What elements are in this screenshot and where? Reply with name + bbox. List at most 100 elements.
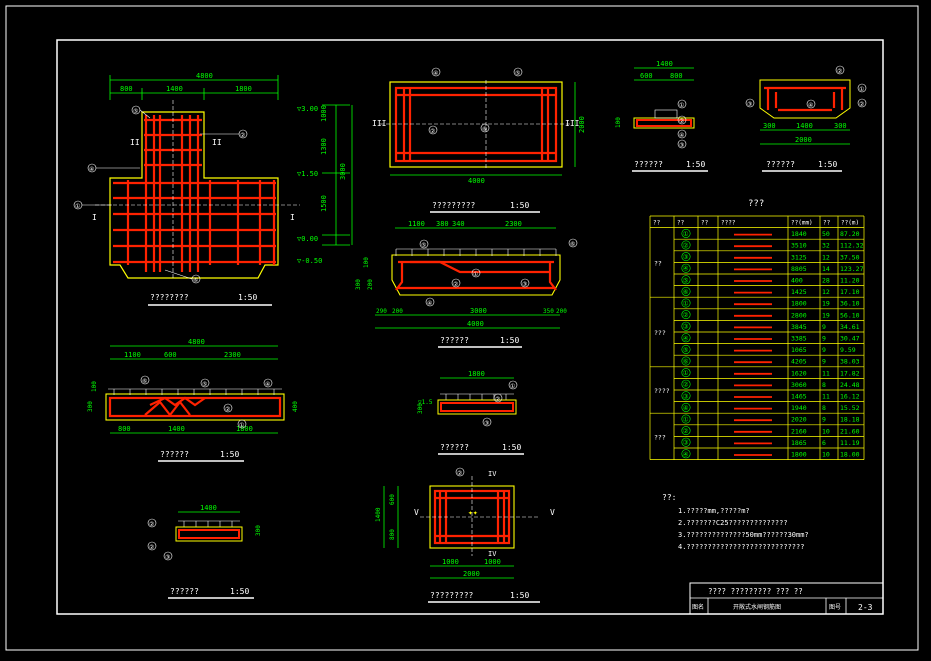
table-cell-total: 16.12	[840, 393, 860, 401]
mid-scale: 1:50	[500, 336, 519, 345]
table-bar-number-circle	[681, 321, 691, 331]
front-dim-a: 800	[120, 85, 133, 93]
trb-callout-1: ①	[859, 86, 864, 93]
table-bar-number-circle	[681, 414, 691, 424]
table-cell-length: 2800	[791, 311, 807, 319]
mid-callout-4: ④	[427, 300, 432, 307]
table-bar-number-circle	[681, 298, 691, 308]
table-header-cell: ??(m)	[841, 220, 859, 227]
front-section-ii-left: II	[130, 138, 140, 147]
table-cell-total: 18.18	[840, 416, 860, 424]
table-bar-number: ②	[683, 427, 689, 435]
table-cell-total: 123.27	[840, 265, 864, 273]
table-cell-total: 36.10	[840, 300, 860, 308]
table-cell-total: 11.20	[840, 277, 860, 285]
table-cell-length: 8805	[791, 265, 807, 273]
table-cell-count: 8	[822, 381, 826, 389]
table-cell-count: 6	[822, 439, 826, 447]
table-cell-total: 18.00	[840, 451, 860, 459]
table-cell-total: 21.60	[840, 427, 860, 435]
left-callout-6: ⑥	[142, 378, 147, 385]
table-cell-count: 11	[822, 393, 830, 401]
table-cell-count: 28	[822, 277, 830, 285]
left-dim-v3: 400	[292, 401, 299, 412]
table-cell-total: 30.47	[840, 335, 860, 343]
mid-dim-b: 380	[436, 220, 449, 228]
table-bar-number-circle	[681, 240, 691, 250]
table-cell-count: 32	[822, 242, 830, 250]
front-elev-top: ▽3.00	[297, 105, 318, 113]
plan-callout-4: ④	[433, 70, 438, 77]
front-callout-5: ⑤	[133, 108, 138, 115]
drawing-name: 开敞式水闸钢筋图	[733, 603, 781, 611]
table-header-cell: ??	[677, 220, 685, 227]
bc-callout-2: ②	[457, 470, 462, 477]
bc-dim-v1: 1400	[375, 507, 382, 522]
cs-scale: 1:50	[502, 443, 521, 452]
table-bar-number-circle	[681, 391, 691, 401]
table-bar-number: ①	[683, 416, 689, 424]
plan-callout-5: ⑤	[515, 70, 520, 77]
front-section-i-right: I	[290, 213, 295, 222]
table-cell-length: 400	[791, 277, 803, 285]
front-v-c: 3000	[339, 163, 347, 180]
front-v-a: 1000	[320, 105, 328, 122]
front-title: ????????	[150, 293, 189, 302]
table-bar-number: ①	[683, 300, 689, 308]
left-dim-c: 2300	[224, 351, 241, 359]
table-cell-count: 11	[822, 369, 830, 377]
title-block-header: ???? ????????? ??? ??	[708, 587, 803, 596]
table-cell-total: 37.50	[840, 253, 860, 261]
table-cell-count: 10	[822, 451, 830, 459]
table-bar-number: ④	[683, 404, 689, 412]
tra-dim-v: 100	[615, 117, 622, 128]
front-v-b: 1300	[320, 138, 328, 155]
table-cell-total: 56.10	[840, 311, 860, 319]
front-view: 4800 800 1400 1800 ▽3.00 ▽1.50 ▽0.00 ▽-0…	[73, 72, 353, 306]
outer-border	[5, 5, 919, 651]
bl-scale: 1:50	[230, 587, 249, 596]
section-bottom-center: ✦✦ 1400 600 800 1000 1000 2000 ② IV IV V…	[375, 467, 555, 603]
table-cell-length: 1865	[791, 439, 807, 447]
trb-dim-b: 1400	[796, 122, 813, 130]
title-block-label-no: 图号	[829, 604, 841, 611]
table-cell-count: 9	[822, 335, 826, 343]
tra-callout-4: ④	[679, 132, 684, 139]
table-bar-number: ③	[683, 253, 689, 261]
cs-callout-2: ②	[495, 396, 500, 403]
trb-dim-c: 300	[834, 122, 847, 130]
bc-dim-v2: 600	[389, 494, 396, 505]
mid-callout-1: ①	[473, 271, 478, 278]
mid-callout-3: ③	[522, 281, 527, 288]
table-cell-length: 1620	[791, 369, 807, 377]
mid-dim-v1: 100	[363, 257, 370, 268]
front-dim-b: 1400	[166, 85, 183, 93]
table-bar-number: ⑤	[683, 276, 689, 284]
tra-dim-b: 800	[670, 72, 683, 80]
section-top-right-b: ② ① ③ ④ ② 300 1400 300 2000 ?????? 1:50	[745, 65, 867, 172]
title-block: ???? ????????? ??? ?? 图名 开敞式水闸钢筋图 图号 2-3	[689, 582, 884, 615]
left-callout-4: ④	[265, 381, 270, 388]
mid-dim-f: 200	[392, 308, 403, 315]
table-cell-count: 9	[822, 323, 826, 331]
table-cell-length: 1800	[791, 300, 807, 308]
table-cell-count: 10	[822, 427, 830, 435]
front-callout-4: ④	[89, 166, 94, 173]
table-bar-number-circle	[681, 252, 691, 262]
tra-callout-3: ③	[679, 142, 684, 149]
table-cell-count: 19	[822, 300, 830, 308]
table-cell-length: 2020	[791, 416, 807, 424]
trb-callout-2b: ②	[859, 101, 864, 108]
drawing-frame	[56, 39, 884, 615]
mid-dim-e: 290	[376, 308, 387, 315]
table-bar-number: ④	[683, 450, 689, 458]
table-bar-number-circle	[681, 263, 691, 273]
table-cell-count: 9	[822, 416, 826, 424]
table-cell-count: 50	[822, 230, 830, 238]
table-cell-length: 3510	[791, 242, 807, 250]
mid-dim-a: 1100	[408, 220, 425, 228]
tra-dim-total: 1400	[656, 60, 673, 68]
front-elev-mid: ▽1.50	[297, 170, 318, 178]
left-dim-b: 600	[164, 351, 177, 359]
front-elev-zero: ▽0.00	[297, 235, 318, 243]
